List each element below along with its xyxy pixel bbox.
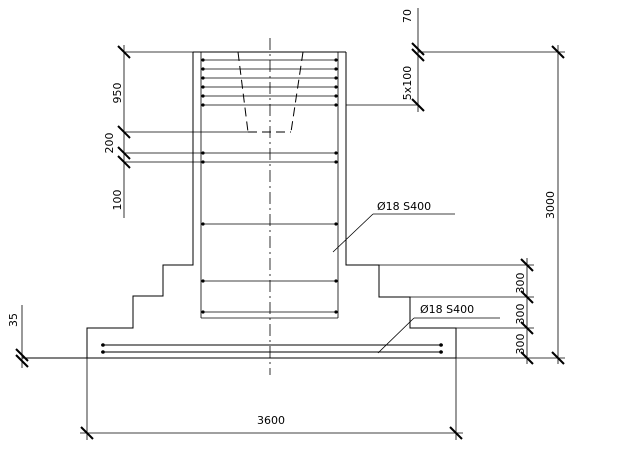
rebar-dots <box>201 58 338 314</box>
dim-step1-label: 300 <box>514 273 527 294</box>
left-dimension-chain: 950 200 100 <box>103 45 248 218</box>
base-rebar-label: Ø18 S400 <box>420 303 474 316</box>
dim-3600-label: 3600 <box>257 414 285 427</box>
dim-step3-label: 300 <box>514 334 527 355</box>
dim-950-label: 950 <box>111 83 124 104</box>
base-width-dimension: 3600 <box>80 358 463 440</box>
top-right-dimension-chain: 70 5x100 <box>346 8 425 112</box>
step-dimensions: 300 300 300 <box>379 258 534 365</box>
column-rebar-callout: Ø18 S400 <box>332 200 455 253</box>
dim-3000-label: 3000 <box>544 191 557 219</box>
base-rebar-callout: Ø18 S400 <box>377 303 500 354</box>
dim-5x100-label: 5x100 <box>401 66 414 101</box>
concrete-outline <box>22 51 457 359</box>
column-rebar-vertical <box>200 52 339 319</box>
dim-step2-label: 300 <box>514 304 527 325</box>
dashed-pocket-outline <box>237 51 304 133</box>
dim-200-label: 200 <box>103 133 116 154</box>
stirrups <box>201 58 338 314</box>
total-height-dimension: 3000 <box>418 45 565 365</box>
dim-100-label: 100 <box>111 190 124 211</box>
dim-70-label: 70 <box>401 9 414 23</box>
dim-35-label: 35 <box>7 313 20 327</box>
column-rebar-label: Ø18 S400 <box>377 200 431 213</box>
cover-dimension: 35 <box>7 305 29 368</box>
base-rebar <box>101 343 443 354</box>
